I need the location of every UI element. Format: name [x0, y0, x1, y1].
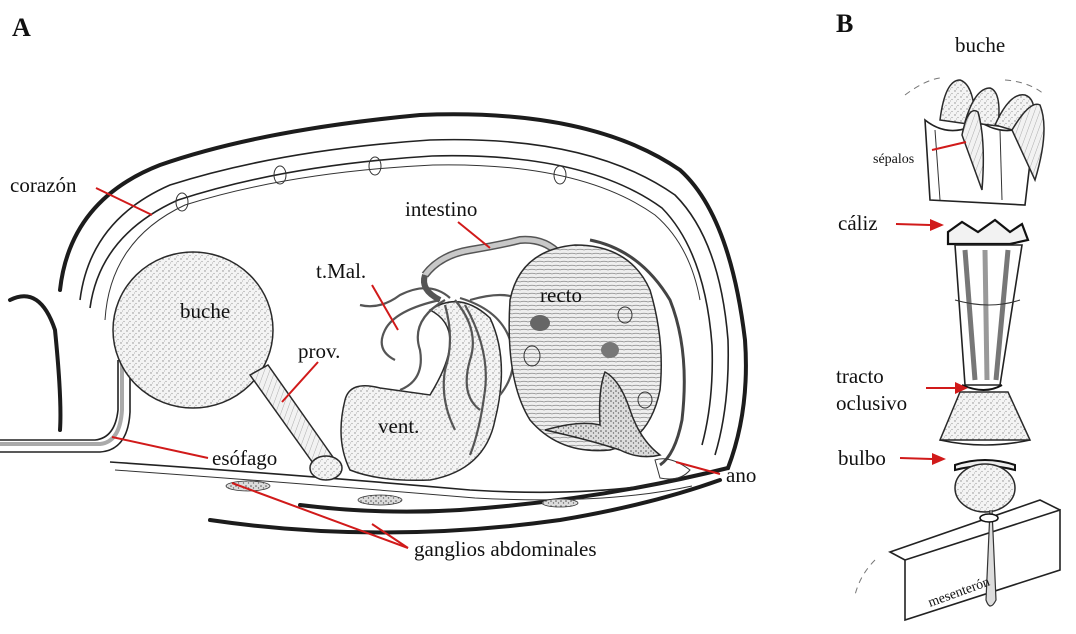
label-tracto-line1: tracto: [836, 364, 884, 388]
label-prov: prov.: [298, 339, 340, 363]
label-tmal: t.Mal.: [316, 259, 366, 283]
label-recto: recto: [540, 283, 582, 307]
panel-a-letter: A: [12, 13, 31, 42]
label-esofago: esófago: [212, 446, 277, 470]
label-bulbo: bulbo: [838, 446, 886, 470]
anal-opening: [655, 459, 690, 479]
label-vent: vent.: [378, 414, 419, 438]
label-sepalos: sépalos: [873, 152, 914, 167]
panel-a: A: [0, 13, 756, 561]
label-tracto-line2: oclusivo: [836, 391, 907, 415]
label-corazon: corazón: [10, 173, 77, 197]
funnel: [940, 392, 1030, 445]
label-buche: buche: [180, 299, 230, 323]
crop-sepals: [925, 80, 1044, 205]
panel-b-letter: B: [836, 9, 853, 38]
ventriculus: [341, 302, 501, 481]
label-caliz: cáliz: [838, 211, 878, 235]
label-ano: ano: [726, 463, 756, 487]
occlusive-tract: [955, 245, 1022, 390]
crop-buche: [113, 252, 273, 408]
label-ganglios: ganglios abdominales: [414, 537, 597, 561]
bulb: [955, 460, 1015, 512]
panel-b: B: [836, 9, 1060, 620]
label-mesenteron: mesenterón: [926, 575, 992, 611]
mesenteron: mesenterón: [855, 500, 1060, 620]
label-b-buche: buche: [955, 33, 1005, 57]
esophagus: [0, 360, 130, 452]
calyx: [948, 220, 1028, 244]
label-intestino: intestino: [405, 197, 477, 221]
